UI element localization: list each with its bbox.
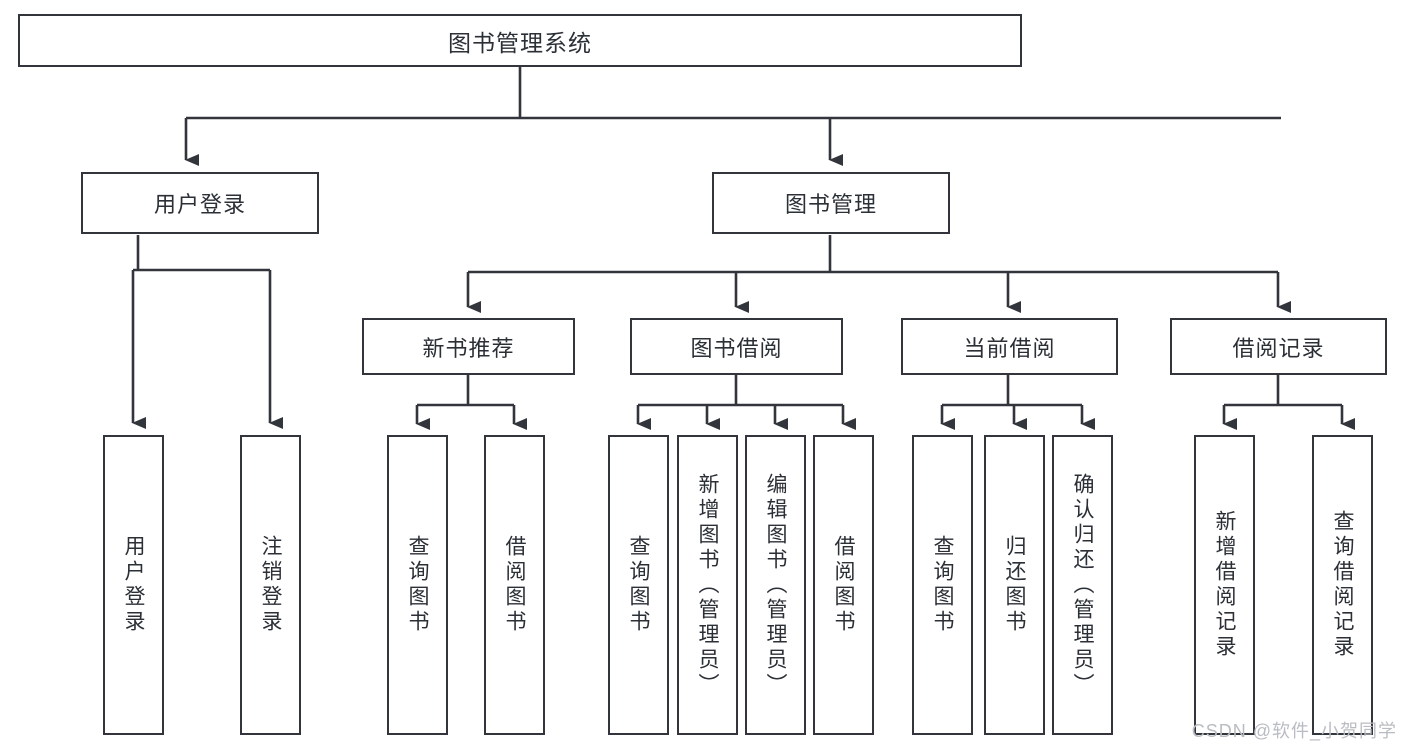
node-new-book-recommend[interactable]: 新书推荐 xyxy=(362,318,575,375)
node-current-borrow[interactable]: 当前借阅 xyxy=(901,318,1118,375)
leaf-query-book-current-label: 查询图书 xyxy=(931,535,954,635)
leaf-query-borrow-record[interactable]: 查询借阅记录 xyxy=(1312,435,1373,735)
node-new-book-recommend-label: 新书推荐 xyxy=(422,335,515,361)
node-borrow-records-label: 借阅记录 xyxy=(1232,335,1325,361)
leaf-confirm-return-admin-label: 确认归还（管理员） xyxy=(1071,472,1094,698)
leaf-query-book-recommend[interactable]: 查询图书 xyxy=(387,435,448,735)
leaf-borrow-book-label: 借阅图书 xyxy=(832,535,855,635)
leaf-query-borrow-record-label: 查询借阅记录 xyxy=(1331,510,1354,660)
node-root-label: 图书管理系统 xyxy=(448,29,592,56)
leaf-logout-label: 注销登录 xyxy=(259,535,282,635)
leaf-add-borrow-record[interactable]: 新增借阅记录 xyxy=(1194,435,1255,735)
leaf-query-book-borrow-label: 查询图书 xyxy=(627,535,650,635)
leaf-user-login-label: 用户登录 xyxy=(122,535,145,635)
node-borrow-records[interactable]: 借阅记录 xyxy=(1170,318,1387,375)
leaf-borrow-book-recommend[interactable]: 借阅图书 xyxy=(484,435,545,735)
leaf-return-book-label: 归还图书 xyxy=(1003,535,1026,635)
leaf-add-book-admin[interactable]: 新增图书（管理员） xyxy=(677,435,738,735)
node-current-borrow-label: 当前借阅 xyxy=(963,335,1056,361)
node-book-borrow-label: 图书借阅 xyxy=(690,335,783,361)
node-user-login-label: 用户登录 xyxy=(153,192,246,217)
leaf-query-book-recommend-label: 查询图书 xyxy=(406,535,429,635)
leaf-add-borrow-record-label: 新增借阅记录 xyxy=(1213,510,1236,660)
leaf-return-book[interactable]: 归还图书 xyxy=(984,435,1045,735)
leaf-borrow-book-recommend-label: 借阅图书 xyxy=(503,535,526,635)
node-book-borrow[interactable]: 图书借阅 xyxy=(630,318,843,375)
leaf-query-book-current[interactable]: 查询图书 xyxy=(912,435,973,735)
leaf-borrow-book[interactable]: 借阅图书 xyxy=(813,435,874,735)
leaf-add-book-admin-label: 新增图书（管理员） xyxy=(696,472,719,698)
node-book-management[interactable]: 图书管理 xyxy=(712,172,950,234)
node-root[interactable]: 图书管理系统 xyxy=(18,14,1022,67)
leaf-confirm-return-admin[interactable]: 确认归还（管理员） xyxy=(1052,435,1113,735)
node-user-login[interactable]: 用户登录 xyxy=(81,172,319,234)
leaf-user-login[interactable]: 用户登录 xyxy=(103,435,164,735)
leaf-edit-book-admin-label: 编辑图书（管理员） xyxy=(764,472,787,698)
leaf-edit-book-admin[interactable]: 编辑图书（管理员） xyxy=(745,435,806,735)
csdn-watermark: CSDN @软件_小贺同学 xyxy=(1191,721,1397,741)
leaf-query-book-borrow[interactable]: 查询图书 xyxy=(608,435,669,735)
leaf-logout[interactable]: 注销登录 xyxy=(240,435,301,735)
node-book-management-label: 图书管理 xyxy=(784,192,877,217)
